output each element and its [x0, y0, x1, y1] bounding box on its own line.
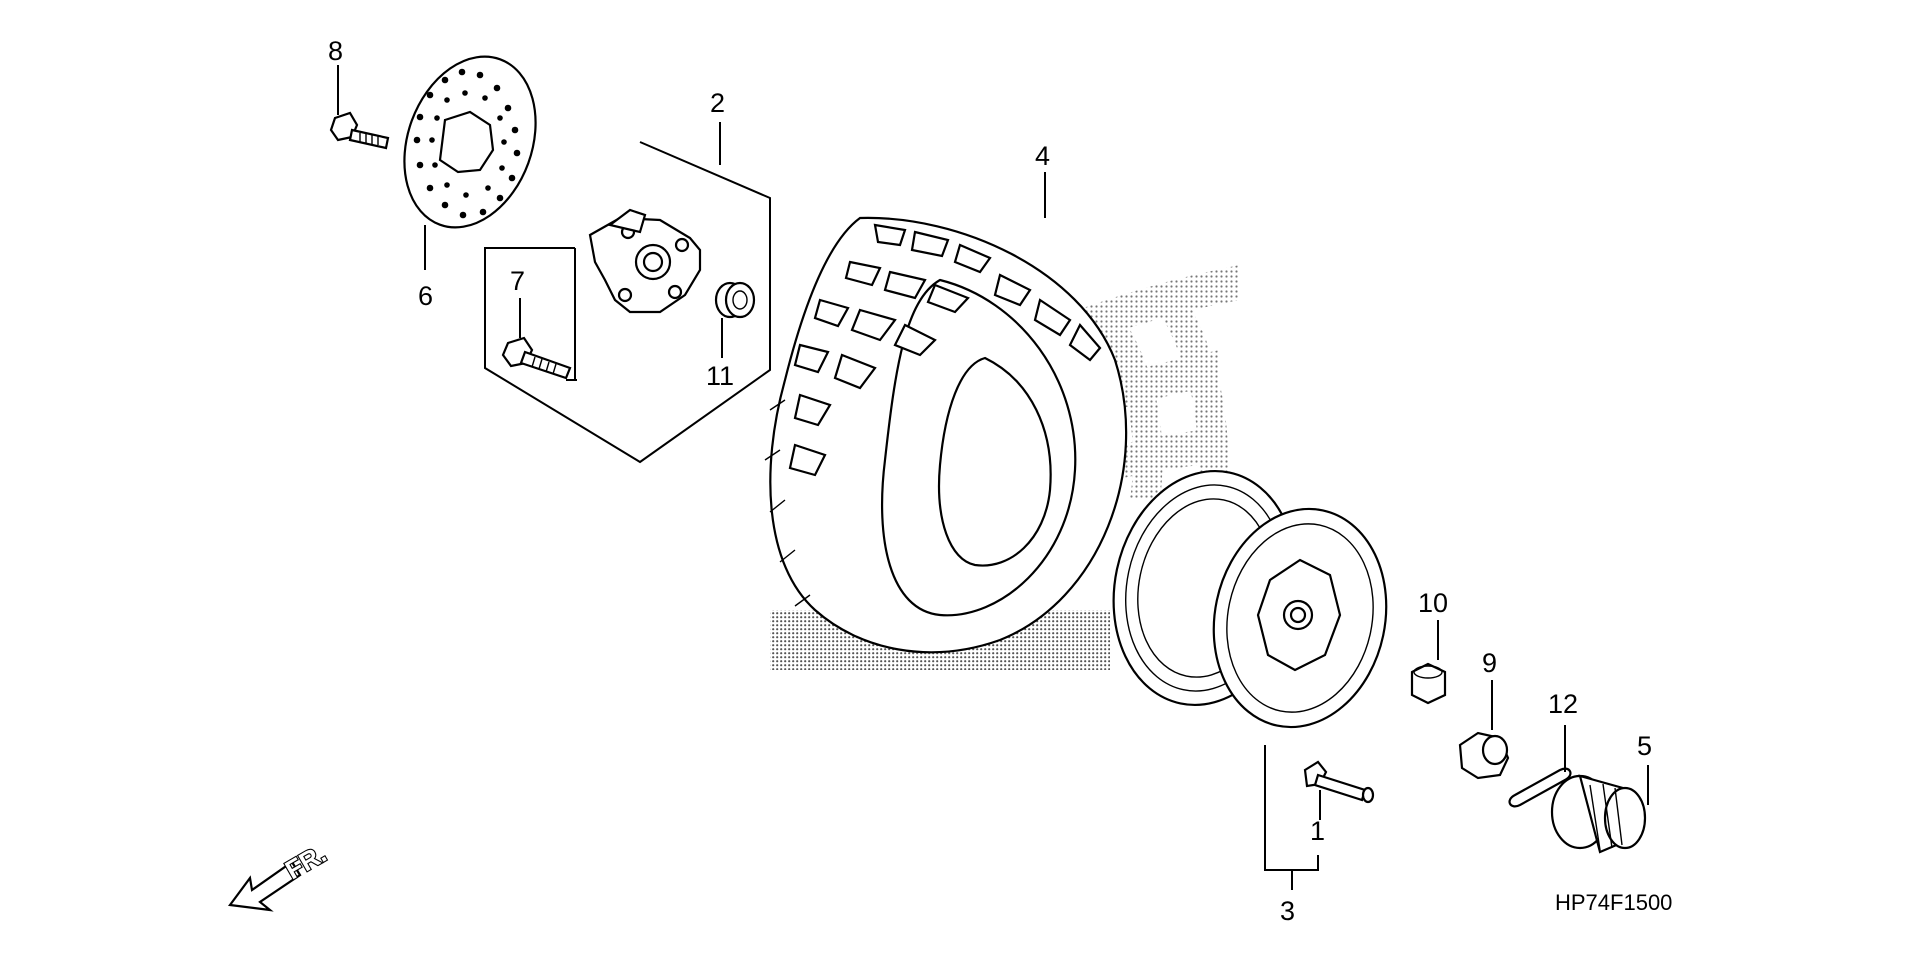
callout-6: 6 [418, 281, 433, 311]
wheel-rim[interactable] [1092, 454, 1406, 743]
callout-numbers: 1 2 3 4 5 6 7 8 9 10 11 12 [328, 36, 1652, 926]
callout-9: 9 [1482, 648, 1497, 678]
wheel-hub[interactable] [588, 208, 702, 314]
hub-assembly-outline [484, 141, 771, 464]
callout-8: 8 [328, 36, 343, 66]
drawing-code: HP74F1500 [1555, 890, 1672, 915]
callout-5: 5 [1637, 731, 1652, 761]
callout-2: 2 [710, 88, 725, 118]
leader-lines [337, 65, 1649, 890]
hub-cap[interactable] [1550, 774, 1647, 854]
wheel-collar[interactable] [1410, 662, 1447, 705]
front-direction-arrow: FR. [227, 837, 332, 912]
wheel-nut[interactable] [1458, 731, 1510, 780]
callout-11: 11 [706, 361, 734, 391]
callout-3: 3 [1280, 896, 1295, 926]
hub-bearing[interactable] [714, 281, 756, 319]
callout-4: 4 [1035, 141, 1050, 171]
valve-stem[interactable] [1303, 760, 1375, 804]
tire[interactable] [764, 216, 1128, 654]
callout-10: 10 [1418, 588, 1448, 618]
hub-bolt[interactable] [501, 336, 572, 380]
callout-12: 12 [1548, 689, 1578, 719]
disc-bolt[interactable] [329, 111, 390, 150]
brake-disc[interactable] [382, 38, 559, 246]
callout-7: 7 [510, 266, 525, 296]
callout-1: 1 [1310, 816, 1325, 846]
